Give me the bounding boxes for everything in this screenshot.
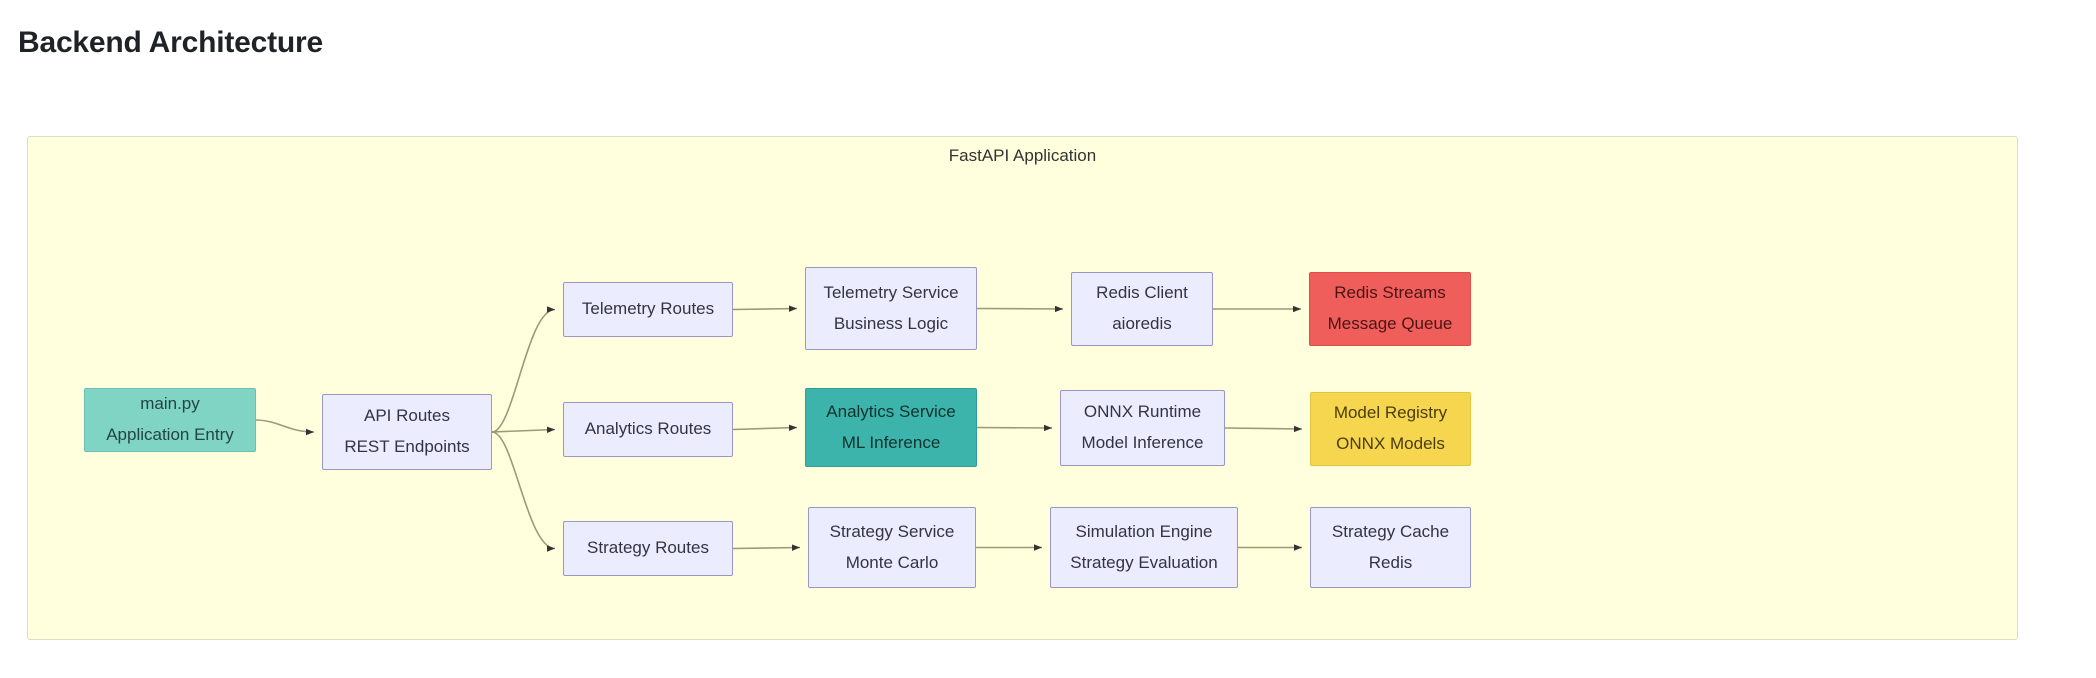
node-label-secondary: Application Entry: [106, 425, 234, 444]
node-label-secondary: ONNX Models: [1336, 434, 1445, 453]
node-label-primary: Redis Client: [1096, 283, 1188, 303]
node-label-secondary: REST Endpoints: [344, 437, 470, 456]
subgraph-fastapi-application: FastAPI Application: [27, 136, 2018, 640]
node-label-primary: Redis Streams: [1334, 283, 1446, 303]
node-strroutes[interactable]: Strategy Routes: [563, 521, 733, 576]
node-label-primary: Telemetry Service: [823, 282, 959, 302]
node-label-secondary: Business Logic: [833, 313, 949, 333]
node-anasvc[interactable]: Analytics Service ML Inference: [805, 388, 977, 467]
subgraph-label: FastAPI Application: [948, 146, 1097, 165]
node-label-primary: Telemetry Routes: [581, 299, 715, 319]
node-label-primary: Strategy Routes: [587, 538, 709, 558]
node-label-secondary: aioredis: [1112, 314, 1172, 333]
node-anaroutes[interactable]: Analytics Routes: [563, 402, 733, 457]
node-telroutes[interactable]: Telemetry Routes: [563, 282, 733, 337]
node-label-secondary: Message Queue: [1327, 314, 1453, 333]
node-label-primary: Analytics Routes: [584, 419, 712, 439]
node-label-secondary: Strategy Evaluation: [1070, 552, 1218, 572]
node-label-primary: API Routes: [364, 406, 450, 426]
node-label-secondary: Monte Carlo: [845, 552, 939, 572]
node-label-secondary: Model Inference: [1081, 433, 1204, 452]
node-redisclient[interactable]: Redis Client aioredis: [1071, 272, 1213, 346]
node-label-primary: Analytics Service: [826, 401, 956, 421]
node-label-primary: ONNX Runtime: [1083, 402, 1202, 422]
node-label-secondary: ML Inference: [841, 432, 941, 452]
node-label-primary: Model Registry: [1333, 403, 1448, 423]
page-title: Backend Architecture: [18, 26, 323, 59]
node-label-primary: Simulation Engine: [1075, 521, 1213, 541]
node-label-primary: Strategy Service: [829, 521, 955, 541]
node-label-primary: Strategy Cache: [1331, 521, 1450, 541]
node-label-primary: main.py: [140, 394, 200, 414]
node-label-secondary: Redis: [1368, 552, 1413, 572]
